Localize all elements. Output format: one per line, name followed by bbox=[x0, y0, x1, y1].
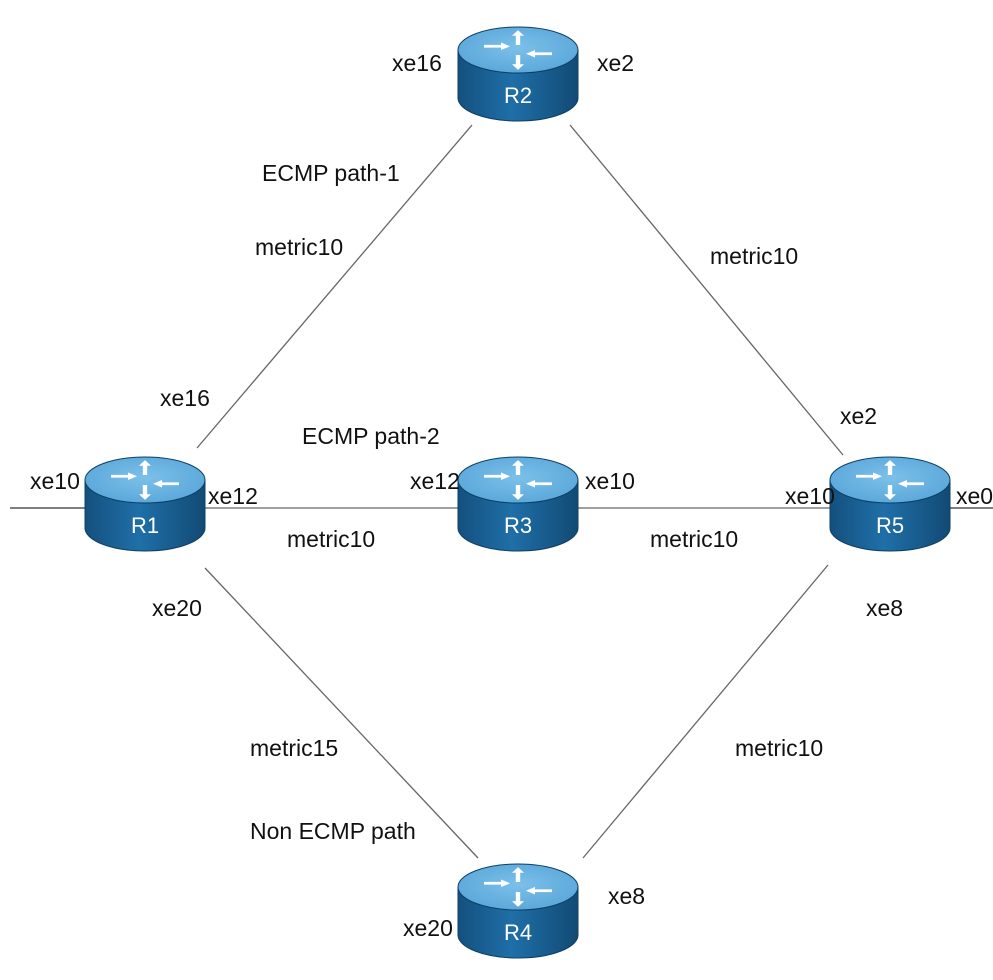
r4-port-xe20-label: xe20 bbox=[403, 915, 453, 941]
router-icon bbox=[484, 867, 552, 907]
metric-r1-r2-label: metric10 bbox=[255, 234, 344, 260]
r5-port-xe0-label: xe0 bbox=[956, 483, 993, 509]
metric-r1-r4-label: metric15 bbox=[250, 735, 339, 761]
r1-port-xe10-label: xe10 bbox=[30, 468, 80, 494]
path3-label: Non ECMP path bbox=[250, 818, 416, 844]
path1-label: ECMP path-1 bbox=[262, 160, 400, 186]
router-top bbox=[829, 456, 951, 504]
r5-port-xe8-label: xe8 bbox=[866, 595, 904, 621]
r1-port-xe16-label: xe16 bbox=[160, 385, 210, 411]
r5-port-xe2-label: xe2 bbox=[840, 403, 878, 429]
router-top bbox=[457, 26, 579, 74]
r3-port-xe10-label: xe10 bbox=[585, 468, 635, 494]
r1-port-xe20-label: xe20 bbox=[152, 595, 202, 621]
link-r4-r5 bbox=[582, 564, 829, 859]
router-name-r1: R1 bbox=[131, 513, 159, 538]
router-icon bbox=[484, 460, 552, 500]
links bbox=[10, 124, 993, 859]
metric-r3-r5-label: metric10 bbox=[650, 526, 739, 552]
path2-label: ECMP path-2 bbox=[302, 423, 440, 449]
router-icon bbox=[111, 460, 179, 500]
router-name-r3: R3 bbox=[504, 513, 532, 538]
r2-port-xe16-label: xe16 bbox=[392, 50, 442, 76]
r3-port-xe12-label: xe12 bbox=[410, 468, 460, 494]
metric-r4-r5-label: metric10 bbox=[735, 735, 824, 761]
r1-port-xe12-label: xe12 bbox=[208, 483, 258, 509]
router-icon bbox=[856, 460, 924, 500]
metric-r2-r5-label: metric10 bbox=[710, 243, 799, 269]
router-r5: R5 bbox=[829, 456, 951, 552]
router-name-r5: R5 bbox=[876, 513, 904, 538]
link-r1-r4 bbox=[204, 567, 479, 859]
link-r1-r2 bbox=[196, 124, 473, 449]
router-name-r4: R4 bbox=[504, 920, 532, 945]
router-icon bbox=[484, 30, 552, 70]
r2-port-xe2-label: xe2 bbox=[597, 50, 635, 76]
router-r2: R2 bbox=[457, 26, 579, 122]
metric-r1-r3-label: metric10 bbox=[287, 526, 376, 552]
router-top bbox=[84, 456, 206, 504]
r5-port-xe10-label: xe10 bbox=[785, 483, 835, 509]
router-name-r2: R2 bbox=[504, 83, 532, 108]
router-r1: R1 bbox=[84, 456, 206, 552]
router-r3: R3 bbox=[457, 456, 579, 552]
router-top bbox=[457, 456, 579, 504]
r4-port-xe8-label: xe8 bbox=[608, 883, 646, 909]
router-r4: R4 bbox=[457, 863, 579, 959]
link-r2-r5 bbox=[569, 124, 844, 456]
router-top bbox=[457, 863, 579, 911]
